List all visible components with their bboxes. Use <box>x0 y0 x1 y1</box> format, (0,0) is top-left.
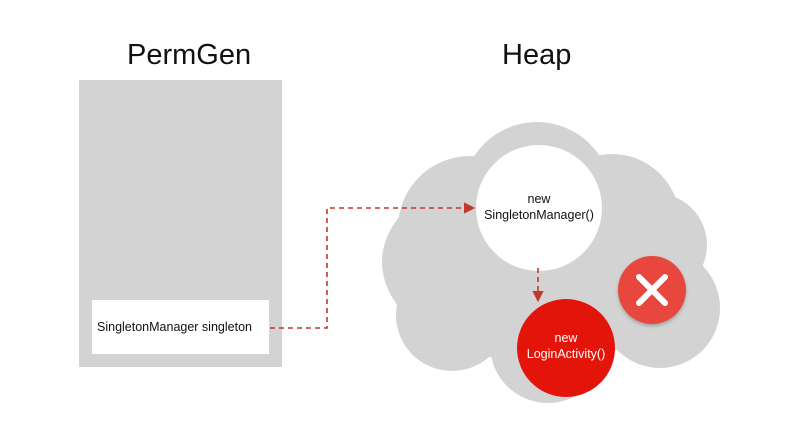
activity-node-line1: new <box>555 331 579 345</box>
heap-title: Heap <box>502 39 572 71</box>
singleton-manager-node <box>476 145 602 271</box>
singleton-reference-field: SingletonManager singleton <box>92 300 269 354</box>
singleton-reference-arrow <box>270 202 476 329</box>
activity-node-line2: LoginActivity() <box>527 347 606 361</box>
login-activity-node <box>517 299 615 397</box>
permgen-title: PermGen <box>127 39 252 71</box>
singleton-reference-label: SingletonManager singleton <box>97 320 252 334</box>
singleton-node-line1: new <box>528 192 552 206</box>
singleton-node-line2: SingletonManager() <box>484 208 594 222</box>
close-icon <box>618 256 686 324</box>
